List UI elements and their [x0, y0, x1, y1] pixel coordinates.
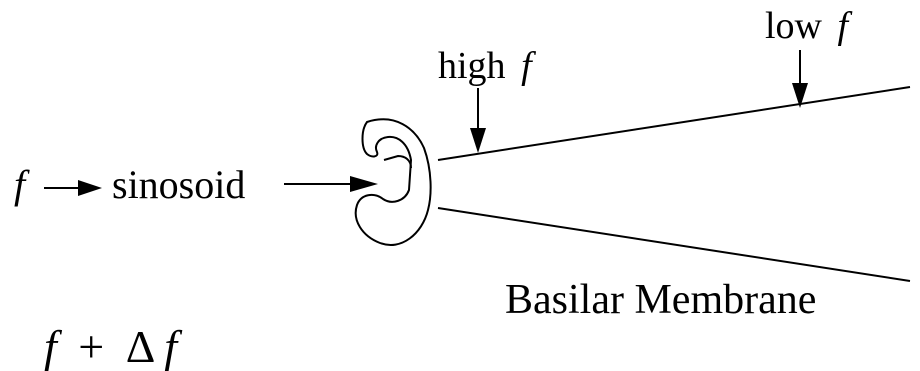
- high-f-var: f: [521, 45, 536, 87]
- input-arrow: [44, 180, 102, 196]
- low-f-label: low f: [765, 5, 853, 47]
- high-f-word: high: [438, 45, 506, 87]
- high-f-arrow: [470, 88, 486, 153]
- low-f-var: f: [838, 5, 853, 47]
- formula-f: f: [44, 321, 63, 371]
- input-f-label: f: [14, 162, 30, 207]
- ear-icon: [354, 118, 432, 246]
- membrane-lower-edge: [437, 207, 911, 282]
- low-f-word: low: [765, 5, 823, 47]
- basilar-membrane-label: Basilar Membrane: [505, 277, 816, 323]
- sinosoid-label: sinosoid: [112, 162, 245, 207]
- formula-f2: f: [164, 321, 183, 371]
- signal-arrow: [284, 176, 378, 192]
- membrane-upper-edge: [437, 86, 911, 161]
- formula-plus: +: [78, 321, 104, 371]
- low-f-arrow: [792, 50, 808, 108]
- high-f-label: high f: [438, 45, 536, 87]
- formula-delta: Δ: [126, 321, 154, 371]
- delta-f-formula: f + Δ f: [44, 321, 183, 371]
